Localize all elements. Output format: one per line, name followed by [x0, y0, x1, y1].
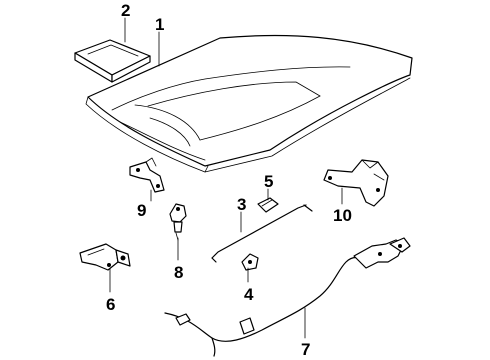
hood-support-rod: [211, 204, 313, 263]
leader-lines: [109, 17, 343, 339]
hood-latch: [79, 243, 131, 271]
callout-2: 2: [121, 1, 130, 20]
hood-release-cable: [164, 237, 411, 357]
callout-3: 3: [237, 195, 246, 214]
callout-4: 4: [244, 285, 254, 304]
support-rod-clip: [257, 197, 279, 213]
hood-bumper: [169, 203, 187, 241]
hood-hinge-left: [129, 157, 165, 193]
callout-10: 10: [333, 206, 352, 225]
callout-8: 8: [174, 263, 183, 282]
callout-1: 1: [155, 15, 164, 34]
hood-hinge-right: [323, 159, 389, 207]
support-rod-retainer: [241, 253, 259, 271]
hood-insulator-pad: [74, 39, 151, 83]
callout-7: 7: [301, 340, 310, 359]
callout-6: 6: [106, 295, 115, 314]
hood-panel: [85, 34, 413, 173]
callout-5: 5: [264, 172, 273, 191]
callout-9: 9: [137, 201, 146, 220]
